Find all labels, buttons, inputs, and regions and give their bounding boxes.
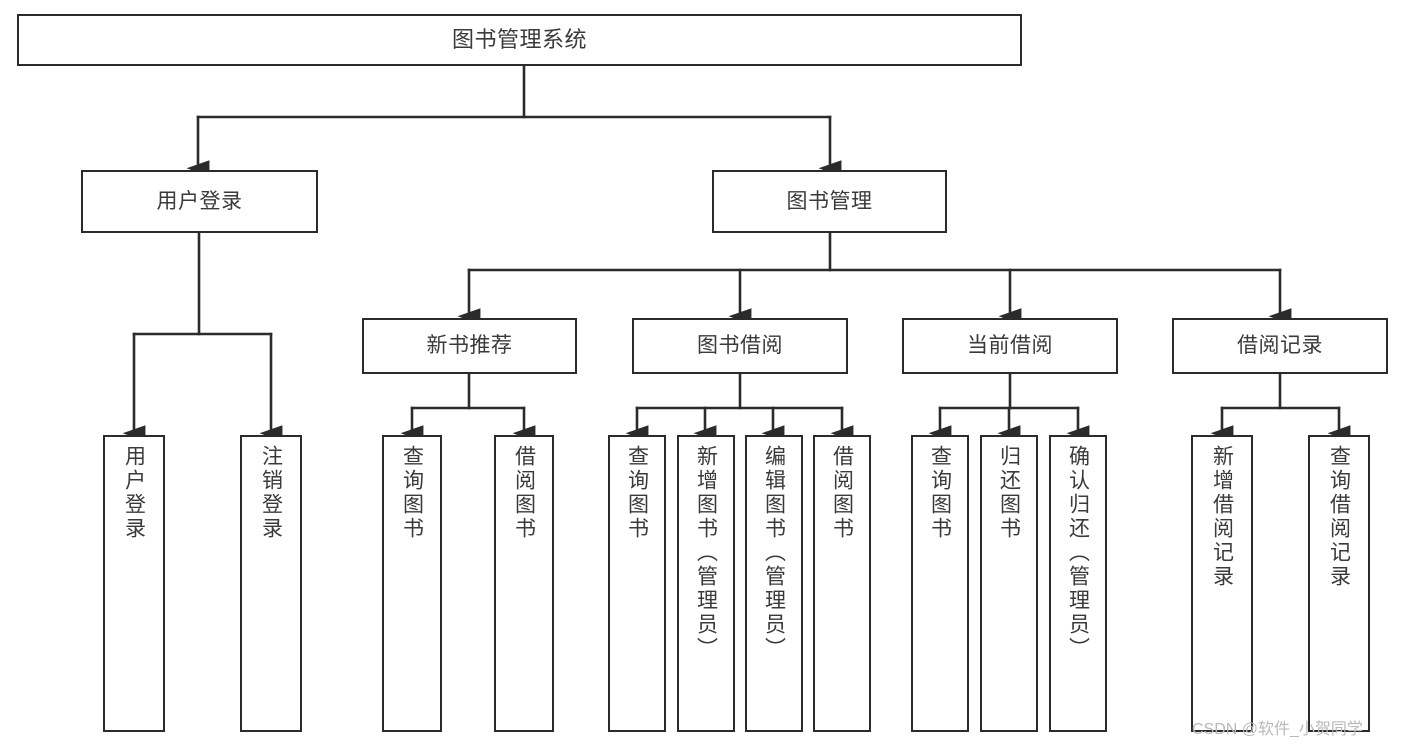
node-leaf-borrow-book-2-label: 借阅图书	[830, 445, 854, 541]
node-leaf-add-book[interactable]: 新增图书（管理员）	[677, 435, 735, 732]
node-borrow-record[interactable]: 借阅记录	[1172, 318, 1388, 374]
node-leaf-confirm-return-label: 确认归还（管理员）	[1066, 445, 1090, 661]
node-user-login-label: 用户登录	[156, 189, 243, 213]
node-leaf-query-book-1[interactable]: 查询图书	[382, 435, 442, 732]
node-leaf-query-book-3-label: 查询图书	[928, 445, 952, 541]
node-borrow-record-label: 借阅记录	[1237, 334, 1323, 358]
node-root-label: 图书管理系统	[451, 26, 587, 52]
node-user-login[interactable]: 用户登录	[81, 170, 318, 233]
node-leaf-logout-login[interactable]: 注销登录	[240, 435, 302, 732]
node-leaf-confirm-return[interactable]: 确认归还（管理员）	[1049, 435, 1107, 732]
node-leaf-edit-book[interactable]: 编辑图书（管理员）	[745, 435, 803, 732]
csdn-watermark: CSDN @软件_小贺同学	[1192, 721, 1363, 738]
node-leaf-borrow-book-2[interactable]: 借阅图书	[813, 435, 871, 732]
node-leaf-borrow-book-1-label: 借阅图书	[512, 445, 536, 541]
node-leaf-edit-book-label: 编辑图书（管理员）	[762, 445, 786, 661]
node-leaf-query-record[interactable]: 查询借阅记录	[1308, 435, 1370, 732]
node-leaf-query-book-2-label: 查询图书	[625, 445, 649, 541]
node-root[interactable]: 图书管理系统	[17, 14, 1022, 66]
node-leaf-add-book-label: 新增图书（管理员）	[694, 445, 718, 661]
node-leaf-logout-login-label: 注销登录	[259, 445, 283, 541]
node-leaf-user-login[interactable]: 用户登录	[103, 435, 165, 732]
node-current-borrow[interactable]: 当前借阅	[902, 318, 1118, 374]
node-current-borrow-label: 当前借阅	[967, 334, 1053, 358]
node-leaf-user-login-label: 用户登录	[122, 445, 146, 541]
node-leaf-add-record[interactable]: 新增借阅记录	[1191, 435, 1253, 732]
node-new-book-recommend-label: 新书推荐	[426, 334, 513, 358]
node-leaf-return-book-label: 归还图书	[997, 445, 1021, 541]
node-leaf-query-book-3[interactable]: 查询图书	[911, 435, 969, 732]
node-leaf-query-book-2[interactable]: 查询图书	[608, 435, 666, 732]
node-leaf-query-book-1-label: 查询图书	[400, 445, 424, 541]
node-book-management-label: 图书管理	[786, 189, 873, 213]
node-new-book-recommend[interactable]: 新书推荐	[362, 318, 577, 374]
node-book-borrow-label: 图书借阅	[697, 334, 783, 358]
node-leaf-return-book[interactable]: 归还图书	[980, 435, 1038, 732]
node-leaf-add-record-label: 新增借阅记录	[1210, 445, 1234, 589]
node-book-borrow[interactable]: 图书借阅	[632, 318, 848, 374]
node-book-management[interactable]: 图书管理	[712, 170, 947, 233]
node-leaf-query-record-label: 查询借阅记录	[1327, 445, 1351, 589]
node-leaf-borrow-book-1[interactable]: 借阅图书	[494, 435, 554, 732]
